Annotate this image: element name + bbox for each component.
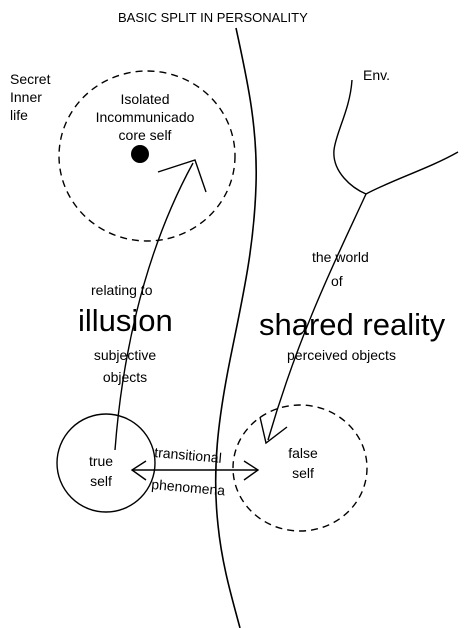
world-label-line2: of	[331, 273, 343, 289]
split-line	[214, 27, 258, 628]
core-self-label-line2: Incommunicado	[95, 109, 195, 125]
core-self-label-line1: Isolated	[120, 91, 170, 107]
objects-label: objects	[102, 369, 148, 385]
true-self-circle	[56, 413, 156, 513]
true-self-label-line2: self	[90, 473, 112, 489]
secret-label-line1: Secret	[10, 71, 51, 87]
false-self-label-line2: self	[292, 465, 314, 481]
subjective-label: subjective	[93, 347, 157, 363]
env-to-false-self-arrowhead	[259, 416, 288, 445]
shared-reality-label: shared reality	[259, 307, 446, 342]
transitional-arrowhead-left	[130, 460, 147, 481]
env-branch-right	[365, 151, 459, 195]
core-self-label-line3: core self	[118, 127, 172, 143]
illusion-label: illusion	[78, 303, 173, 338]
relating-to-label: relating to	[91, 282, 153, 298]
false-self-label-line1: false	[288, 445, 318, 461]
core-self-dot	[131, 145, 149, 163]
secret-label-line2: Inner	[10, 89, 42, 105]
env-label: Env.	[363, 67, 390, 83]
true-self-to-core-arrowhead	[157, 159, 207, 193]
false-self-circle	[232, 404, 368, 532]
true-self-label-line1: true	[88, 453, 114, 469]
world-label-line1: the world	[312, 249, 369, 265]
true-self-to-core-arrow	[114, 162, 194, 451]
perceived-objects-label: perceived objects	[287, 347, 396, 363]
env-branch-left	[333, 79, 367, 195]
transitional-arrowhead-right	[243, 460, 260, 481]
secret-label-line3: life	[10, 107, 28, 123]
inner-core-circle	[58, 70, 236, 242]
env-to-false-self-arrow	[267, 193, 367, 441]
diagram-title: BASIC SPLIT IN PERSONALITY	[118, 10, 308, 25]
